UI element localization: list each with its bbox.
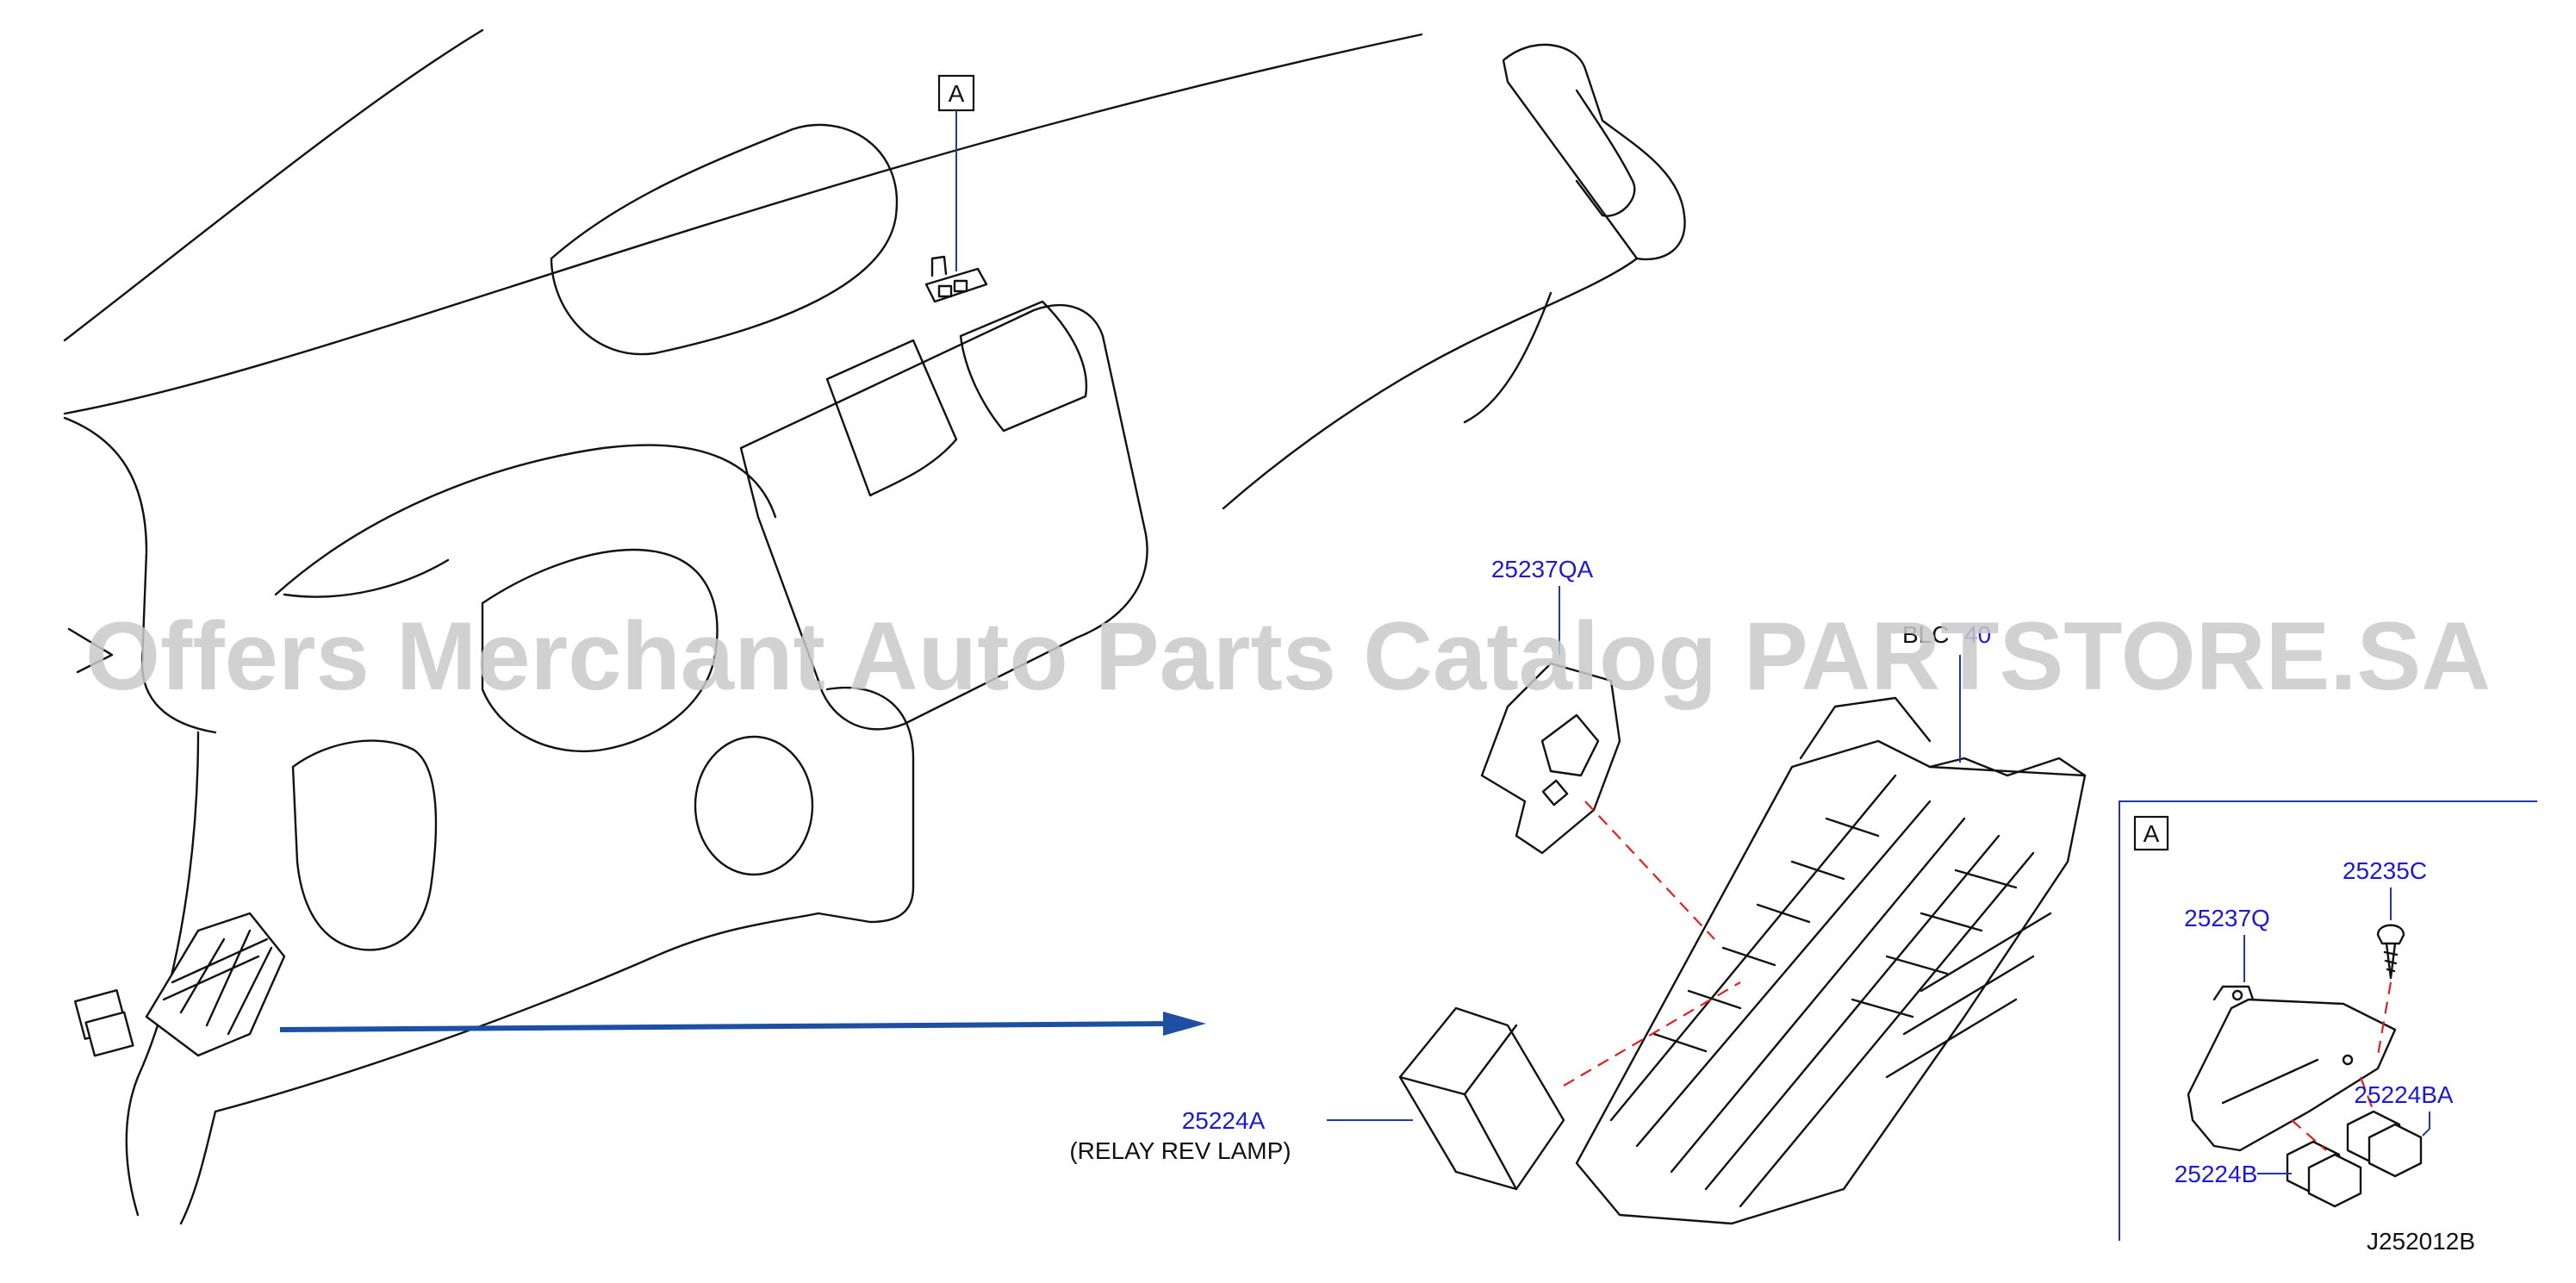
- detail-a-view: A 25237Q 25235C 25224BA 2: [2119, 800, 2537, 1241]
- center-stack: [739, 303, 1148, 731]
- relay-a-small-2: [953, 279, 968, 293]
- fuse-block-right-ribs: [1885, 912, 2052, 1079]
- bracket-25237QA-shape: [1480, 662, 1621, 855]
- bracket-25237Q-hole: [2231, 989, 2243, 1001]
- screw-25235C: [2376, 924, 2405, 980]
- label-25224B-text: 25224B: [2175, 1161, 2258, 1187]
- phantom-line-bracket-to-block: [1584, 800, 1715, 940]
- watermark-text: Offers Merchant Auto Parts Catalog PARTS…: [85, 602, 2491, 710]
- label-25237Q-text: 25237Q: [2184, 905, 2270, 931]
- fuse-block-top-right-edge: [1928, 757, 2087, 777]
- bracket-25237Q-screw-hole: [2342, 1054, 2354, 1066]
- zoom-arrow-shaft: [279, 1021, 1173, 1032]
- relay-25224A-body: [1398, 1006, 1565, 1191]
- relay-25224A-edges: [1398, 1024, 1518, 1191]
- zoom-arrow-head: [1163, 1012, 1206, 1036]
- lower-center-panel: [817, 686, 915, 924]
- center-vent-right: [959, 300, 1088, 433]
- bracket-25237Q-tab: [2212, 985, 2255, 1001]
- lower-left-kick-panel: [125, 731, 200, 1217]
- dash-right-vent: [1575, 89, 1636, 217]
- bracket-25237QA: [1480, 662, 1621, 855]
- windshield-edge-line: [63, 28, 484, 342]
- dashboard-drawing: [63, 28, 1686, 1225]
- detail-a-frame: [2119, 800, 2537, 1241]
- dash-right-end: [1502, 43, 1686, 261]
- fuse-block-top-connector: [1799, 696, 1932, 760]
- zoom-arrow: [279, 1012, 1206, 1036]
- left-side-panel-edge: [63, 416, 217, 734]
- callout-a-main: A: [937, 74, 975, 271]
- kick-panel-bottom: [179, 1110, 217, 1225]
- label-25224A-desc: (RELAY REV LAMP): [1069, 1137, 1291, 1164]
- callout-a-detail-box: [2133, 815, 2169, 851]
- lower-dash-edge: [214, 912, 820, 1113]
- fuse-block-body: [1575, 739, 2087, 1225]
- label-25224A: 25224A (RELAY REV LAMP): [1069, 1107, 1413, 1164]
- phantom-bracket-to-relay-ba: [2359, 1076, 2375, 1112]
- callout-a-detail-label: A: [2144, 820, 2160, 847]
- label-25237QA: 25237QA: [1491, 556, 1594, 655]
- label-25235C-text: 25235C: [2343, 857, 2427, 884]
- relay-bracket-tab: [930, 255, 948, 277]
- fuse-block-slots-right: [1851, 869, 2018, 1018]
- drawing-code: J252012B: [2367, 1228, 2475, 1255]
- phantom-bracket-to-relay-b: [2291, 1119, 2327, 1151]
- label-25224A-text: 25224A: [1182, 1107, 1266, 1134]
- label-fuse-block-text: BLC: [1902, 621, 1949, 648]
- steering-column-shroud: [481, 548, 719, 753]
- bracket-25237Q-fold: [2221, 1058, 2319, 1105]
- glovebox-edge: [1463, 291, 1552, 424]
- ignition-knob: [694, 735, 814, 876]
- center-vent-left: [825, 339, 958, 497]
- knee-pad-top: [283, 558, 450, 598]
- fuse-block-in-dash: [73, 912, 286, 1057]
- relay-a-small-1: [937, 284, 953, 298]
- instrument-hood: [550, 123, 899, 356]
- left-door-notch: [67, 627, 114, 674]
- fuse-block-exploded: [1575, 696, 2087, 1225]
- label-fuse-block-num: 40: [1964, 621, 1991, 648]
- label-25237QA-text: 25237QA: [1491, 556, 1594, 582]
- relay-25224B: [2286, 1140, 2362, 1208]
- label-25224BA-text: 25224BA: [2354, 1081, 2454, 1108]
- label-fuse-block: BLC 40: [1902, 621, 1991, 763]
- label-25224BA-leader: [2422, 1112, 2430, 1137]
- phantom-screw-to-bracket: [2376, 981, 2392, 1056]
- dash-right-lower-edge: [1222, 257, 1639, 510]
- fuse-block-slots: [1652, 817, 1880, 1053]
- relay-25224A: [1398, 1006, 1565, 1191]
- bracket-25237Q-shape: [2187, 998, 2397, 1152]
- bracket-25237QA-cutout: [1540, 713, 1600, 777]
- fuse-block-row-lines: [1609, 774, 2035, 1208]
- bracket-25237QA-clip: [1541, 779, 1569, 807]
- relay-25224BA: [2346, 1110, 2423, 1178]
- dash-top-line: [63, 33, 1423, 415]
- cluster-upper-line: [274, 444, 777, 596]
- knee-panel-left: [291, 739, 438, 951]
- phantom-line-relay-to-block: [1563, 981, 1741, 1087]
- callout-a-main-label: A: [949, 80, 965, 107]
